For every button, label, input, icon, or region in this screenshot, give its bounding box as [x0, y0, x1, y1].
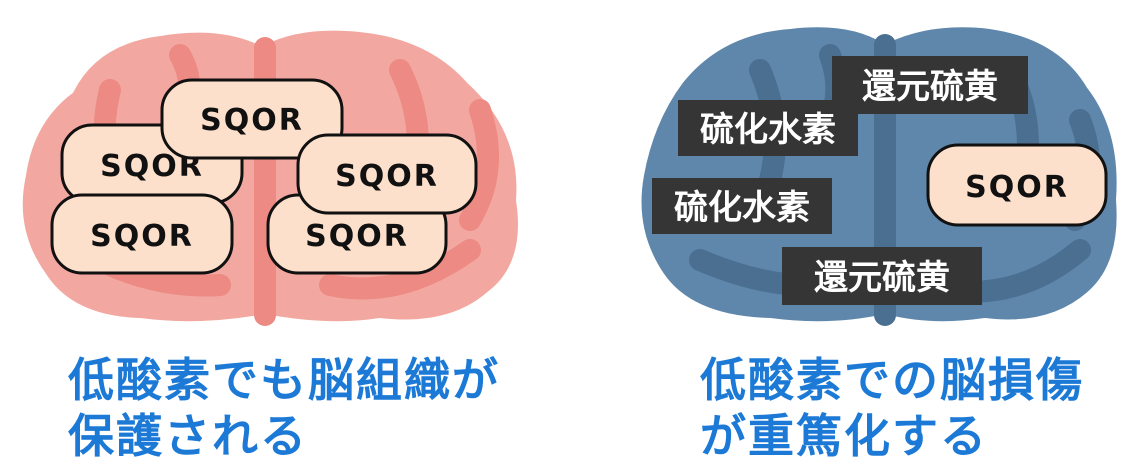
chem-label-hydrogen-sulfide: 硫化水素	[678, 100, 858, 156]
svg-text:SQOR: SQOR	[200, 103, 304, 138]
svg-text:SQOR: SQOR	[335, 159, 439, 194]
caption-damaged: 低酸素での脳損傷 が重篤化する	[700, 352, 1084, 464]
caption-damaged-line2: が重篤化する	[700, 409, 988, 463]
caption-damaged-line1: 低酸素での脳損傷	[700, 353, 1084, 407]
svg-text:還元硫黄: 還元硫黄	[862, 67, 998, 107]
healthy-brain: SQOR SQOR SQOR SQOR SQOR	[14, 22, 526, 330]
sqor-pill: SQOR	[50, 193, 234, 275]
svg-text:SQOR: SQOR	[90, 219, 194, 254]
damaged-brain: 還元硫黄 硫化水素 硫化水素 還元硫黄 SQOR	[633, 19, 1125, 330]
chem-label-reduced-sulfur: 還元硫黄	[832, 56, 1028, 114]
svg-text:硫化水素: 硫化水素	[700, 110, 836, 150]
svg-text:SQOR: SQOR	[305, 219, 409, 254]
caption-healthy: 低酸素でも脳組織が 保護される	[68, 352, 500, 464]
chem-label-hydrogen-sulfide: 硫化水素	[652, 178, 832, 234]
svg-text:硫化水素: 硫化水素	[674, 188, 810, 228]
chem-label-reduced-sulfur: 還元硫黄	[782, 247, 982, 305]
caption-healthy-line1: 低酸素でも脳組織が	[68, 353, 500, 407]
svg-text:還元硫黄: 還元硫黄	[814, 258, 950, 298]
sqor-pill: SQOR	[296, 133, 478, 215]
sqor-pill: SQOR	[926, 143, 1108, 227]
sqor-pill: SQOR	[160, 78, 344, 160]
caption-healthy-line2: 保護される	[68, 409, 308, 463]
svg-text:SQOR: SQOR	[965, 170, 1069, 205]
